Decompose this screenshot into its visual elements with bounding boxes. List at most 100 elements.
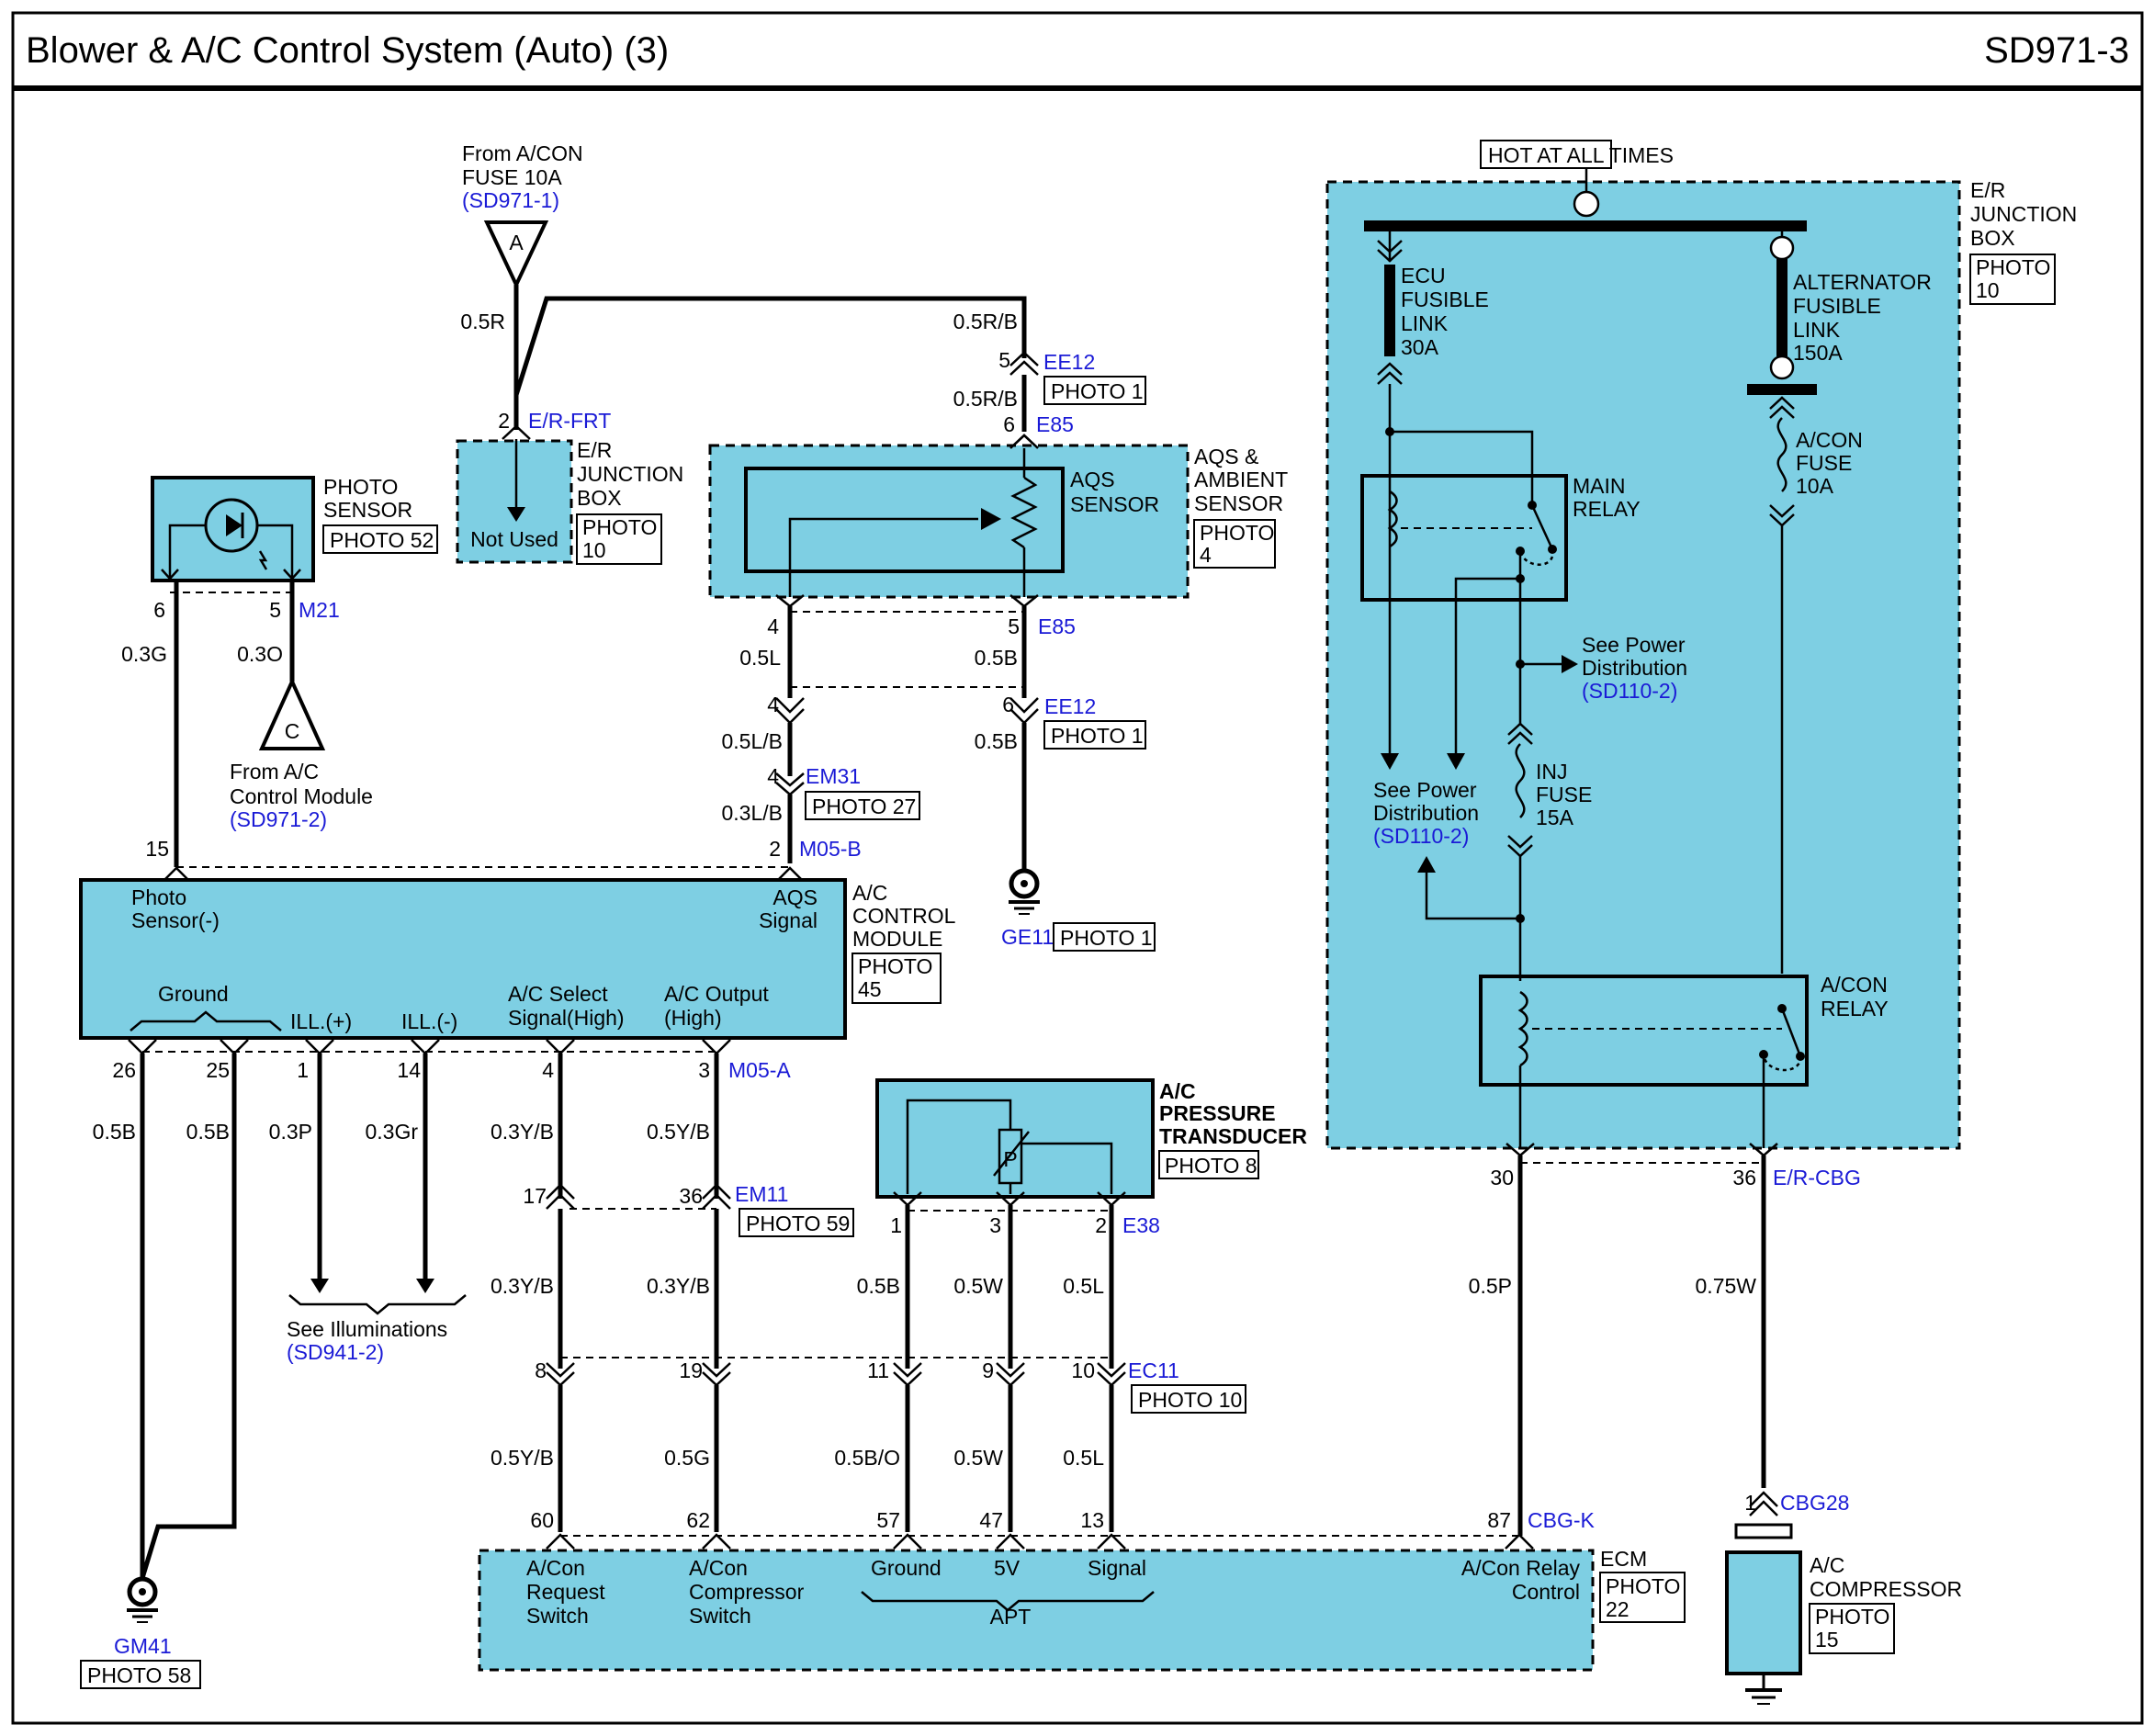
svg-text:A/Con Relay: A/Con Relay <box>1461 1556 1581 1580</box>
svg-text:0.5P: 0.5P <box>1469 1274 1512 1298</box>
svg-text:HOT AT ALL TIMES: HOT AT ALL TIMES <box>1488 143 1674 167</box>
svg-text:8: 8 <box>535 1358 547 1382</box>
svg-text:0.5W: 0.5W <box>953 1446 1003 1470</box>
svg-text:A/C Output: A/C Output <box>664 982 769 1006</box>
svg-text:Ground: Ground <box>871 1556 942 1580</box>
svg-text:5: 5 <box>1008 614 1020 638</box>
svg-text:15A: 15A <box>1536 806 1574 829</box>
svg-text:JUNCTION: JUNCTION <box>577 462 683 486</box>
svg-text:62: 62 <box>686 1508 710 1532</box>
svg-text:22: 22 <box>1606 1597 1630 1621</box>
svg-text:BOX: BOX <box>577 486 622 510</box>
svg-text:PHOTO: PHOTO <box>1200 521 1274 545</box>
svg-text:PHOTO 59: PHOTO 59 <box>746 1212 850 1235</box>
svg-text:SENSOR: SENSOR <box>1070 492 1159 516</box>
svg-text:15: 15 <box>145 837 169 861</box>
svg-text:Control: Control <box>1512 1580 1580 1604</box>
svg-text:ILL.(-): ILL.(-) <box>401 1009 457 1033</box>
svg-text:5: 5 <box>269 598 281 622</box>
svg-text:PHOTO: PHOTO <box>582 515 657 539</box>
svg-text:0.5B: 0.5B <box>857 1274 900 1298</box>
svg-text:0.5G: 0.5G <box>664 1446 710 1470</box>
svg-text:0.75W: 0.75W <box>1696 1274 1757 1298</box>
svg-text:13: 13 <box>1080 1508 1104 1532</box>
svg-text:SENSOR: SENSOR <box>323 498 412 522</box>
svg-text:0.3L/B: 0.3L/B <box>722 801 784 825</box>
svg-text:M05-B: M05-B <box>799 837 862 861</box>
svg-text:PHOTO 8: PHOTO 8 <box>1165 1154 1257 1178</box>
svg-text:4: 4 <box>767 693 779 716</box>
svg-text:2: 2 <box>769 837 781 861</box>
svg-text:C: C <box>285 719 300 743</box>
svg-text:5V: 5V <box>994 1556 1021 1580</box>
svg-text:0.5B: 0.5B <box>93 1120 136 1144</box>
svg-text:FUSIBLE: FUSIBLE <box>1793 294 1881 318</box>
svg-text:0.3G: 0.3G <box>121 642 167 666</box>
aqs-ambient-sensor: AQS SENSOR AQS & AMBIENT SENSOR PHOTO 4 … <box>708 434 1288 952</box>
svg-text:A/C: A/C <box>852 881 887 905</box>
svg-text:4: 4 <box>767 614 779 638</box>
page-title: Blower & A/C Control System (Auto) (3) <box>26 30 669 71</box>
svg-text:1: 1 <box>1744 1491 1756 1515</box>
svg-text:ILL.(+): ILL.(+) <box>290 1009 352 1033</box>
svg-text:E/R: E/R <box>577 438 612 462</box>
svg-text:MAIN: MAIN <box>1573 474 1626 498</box>
svg-text:Signal(High): Signal(High) <box>508 1006 625 1030</box>
svg-text:PHOTO: PHOTO <box>858 954 932 978</box>
acon-fuse-icon <box>1776 417 1787 492</box>
svg-text:AQS: AQS <box>773 885 818 909</box>
svg-text:PHOTO 1: PHOTO 1 <box>1060 926 1153 950</box>
svg-text:19: 19 <box>679 1358 703 1382</box>
svg-text:2: 2 <box>1095 1213 1107 1237</box>
svg-text:0.3Y/B: 0.3Y/B <box>491 1120 554 1144</box>
svg-text:RELAY: RELAY <box>1821 997 1889 1020</box>
lower-left-wiring: 0.5B 0.5B 0.3P 0.3Gr See Illuminations (… <box>80 1054 854 1689</box>
svg-text:(SD971-2): (SD971-2) <box>230 807 327 831</box>
svg-text:A/C: A/C <box>1159 1079 1196 1103</box>
svg-text:4: 4 <box>542 1058 554 1082</box>
svg-text:CBG-K: CBG-K <box>1528 1508 1596 1532</box>
svg-text:0.5B/O: 0.5B/O <box>834 1446 900 1470</box>
svg-text:EM31: EM31 <box>806 764 861 788</box>
svg-text:A/Con: A/Con <box>526 1556 585 1580</box>
svg-text:A/CON: A/CON <box>1796 428 1863 452</box>
svg-text:EE12: EE12 <box>1043 350 1095 374</box>
svg-text:See Illuminations: See Illuminations <box>287 1317 447 1341</box>
svg-text:36: 36 <box>1732 1166 1756 1189</box>
svg-text:17: 17 <box>523 1184 547 1208</box>
svg-text:3: 3 <box>698 1058 710 1082</box>
svg-text:0.3P: 0.3P <box>269 1120 312 1144</box>
svg-text:LINK: LINK <box>1793 318 1841 342</box>
svg-text:AQS &: AQS & <box>1194 445 1258 468</box>
svg-text:PHOTO 1: PHOTO 1 <box>1051 379 1144 403</box>
svg-text:14: 14 <box>397 1058 421 1082</box>
svg-text:FUSE 10A: FUSE 10A <box>462 165 562 189</box>
ac-compressor: 1 CBG28 A/C COMPRESSOR PHOTO 15 <box>1725 1491 1962 1705</box>
svg-text:EM11: EM11 <box>735 1182 788 1206</box>
svg-text:Photo: Photo <box>131 885 186 909</box>
svg-text:0.5Y/B: 0.5Y/B <box>491 1446 554 1470</box>
photo-sensor: PHOTO SENSOR PHOTO 52 6 5 M21 0.3G 0.3O … <box>121 475 438 867</box>
svg-text:Signal: Signal <box>1088 1556 1146 1580</box>
svg-text:PHOTO 27: PHOTO 27 <box>812 795 916 818</box>
svg-text:From A/C: From A/C <box>230 760 319 783</box>
svg-text:P: P <box>1003 1147 1017 1171</box>
svg-text:0.5R/B: 0.5R/B <box>953 387 1018 411</box>
svg-text:LINK: LINK <box>1401 311 1449 335</box>
svg-text:See Power: See Power <box>1373 778 1477 802</box>
svg-text:M21: M21 <box>299 598 340 622</box>
svg-text:Distribution: Distribution <box>1373 801 1479 825</box>
svg-text:0.5Y/B: 0.5Y/B <box>647 1120 710 1144</box>
svg-text:FUSE: FUSE <box>1536 783 1592 806</box>
acon-fuse-feed: From A/CON FUSE 10A (SD971-1) A 0.5R 0.5… <box>460 141 1146 449</box>
svg-text:9: 9 <box>982 1358 994 1382</box>
svg-text:0.5L: 0.5L <box>1063 1274 1104 1298</box>
svg-text:Signal: Signal <box>759 908 818 932</box>
inj-fuse-icon <box>1515 743 1526 818</box>
svg-text:0.3Y/B: 0.3Y/B <box>647 1274 710 1298</box>
svg-text:E85: E85 <box>1038 614 1076 638</box>
svg-text:26: 26 <box>112 1058 136 1082</box>
svg-text:6: 6 <box>1003 412 1015 436</box>
svg-text:PHOTO 52: PHOTO 52 <box>330 528 434 552</box>
